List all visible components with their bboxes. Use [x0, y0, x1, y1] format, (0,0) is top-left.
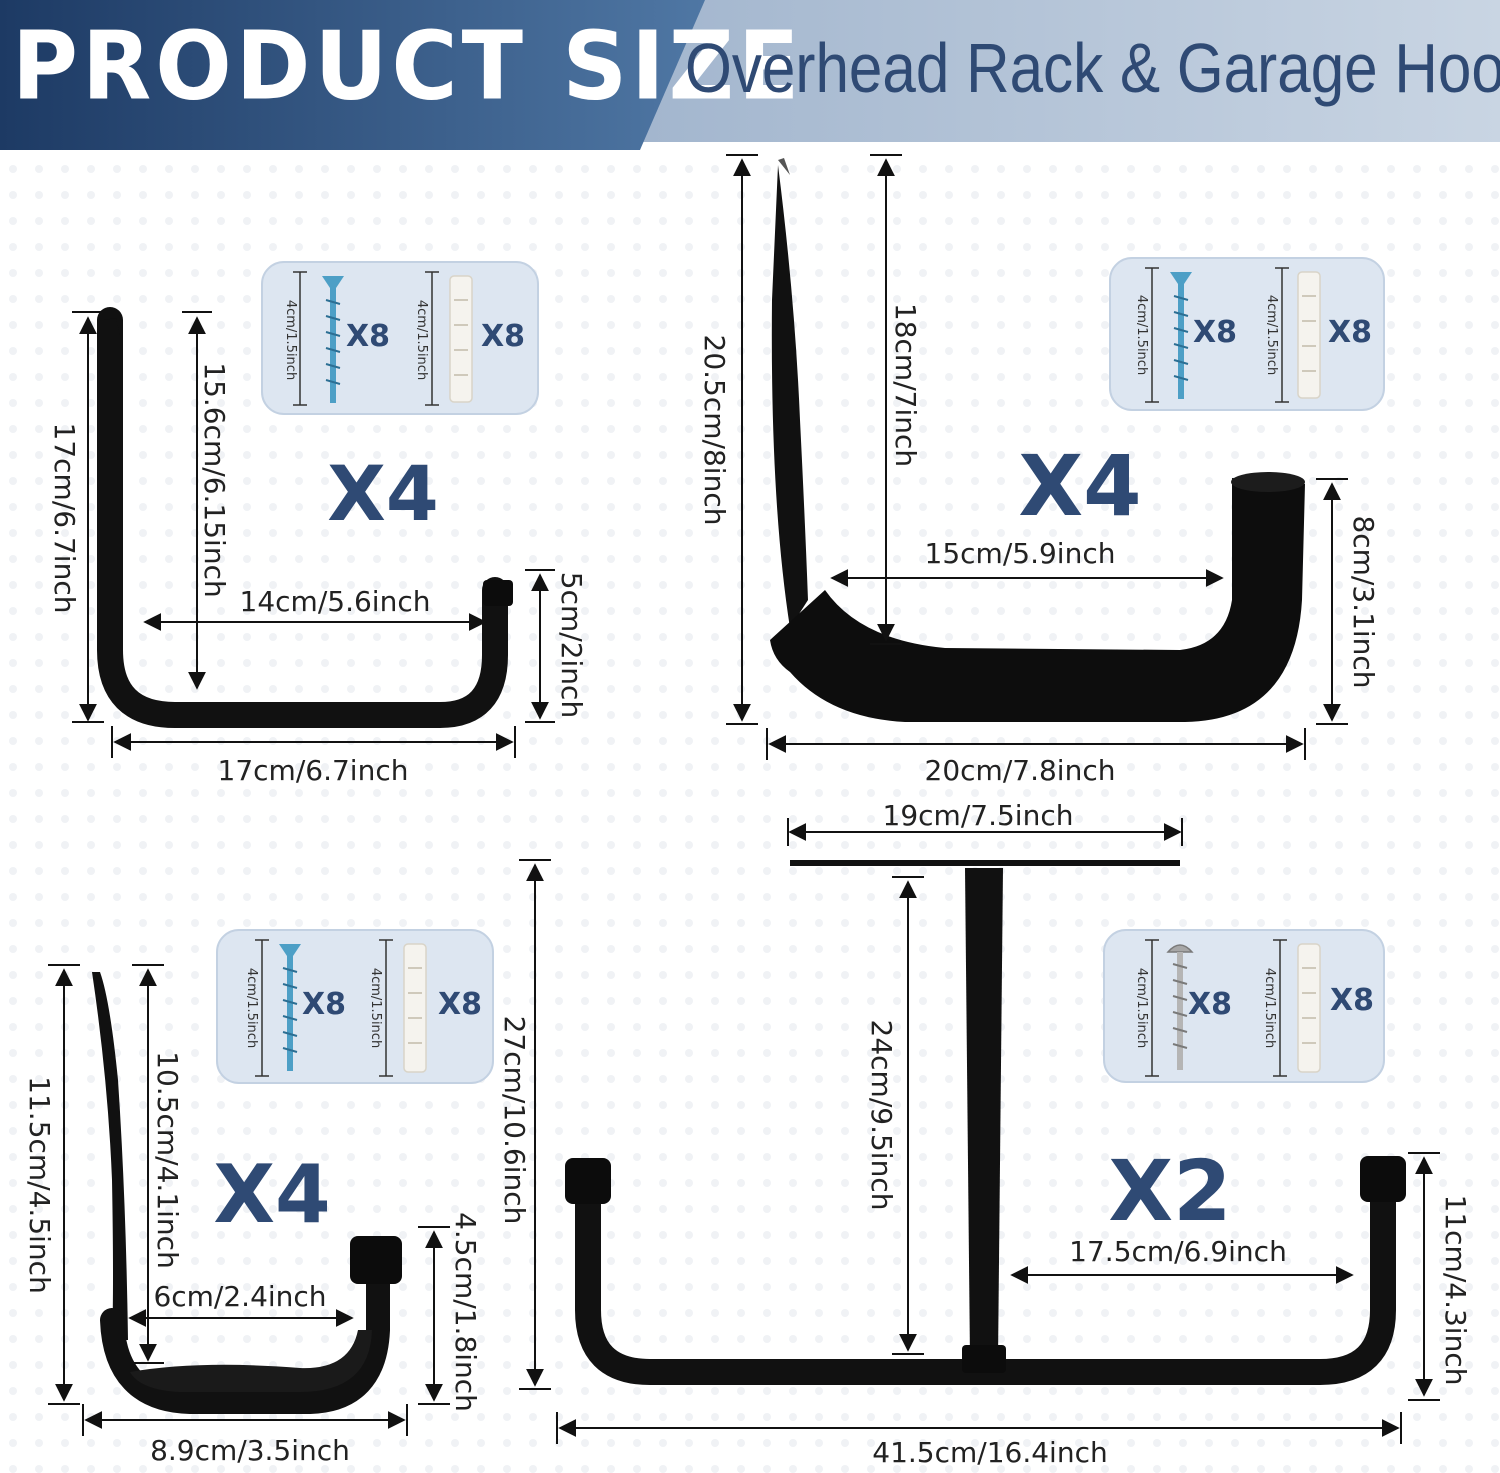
mini-hook: 11.5cm/4.5inch 10.5cm/4.1inch 6cm/2.4inc…: [23, 929, 494, 1467]
round-head-screw-icon: [1166, 944, 1194, 1070]
anchor-icon: [449, 275, 473, 403]
anchor-size-label: 4cm/1.5inch: [1264, 295, 1279, 375]
screw-size-label: 4cm/1.5inch: [1134, 968, 1149, 1048]
hardware-card: 4cm/1.5inch X8 4cm/1.5inch X8: [1103, 929, 1385, 1083]
hook1-width-label: 17cm/6.7inch: [218, 754, 409, 787]
hook2-inner-height-label: 18cm/7inch: [889, 303, 922, 467]
hook4-width-label: 41.5cm/16.4inch: [872, 1436, 1107, 1469]
anchor-icon: [1297, 271, 1321, 399]
screw-size-label: 4cm/1.5inch: [1134, 295, 1149, 375]
hardware-card: 4cm/1.5inch X8 4cm/1.5inch X8: [261, 261, 539, 415]
small-u-hook: 17cm/6.7inch 15.6cm/6.15inch 14cm/5.6inc…: [48, 261, 588, 787]
anchor-size-label: 4cm/1.5inch: [368, 968, 383, 1048]
hook4-side-height-label: 11cm/4.3inch: [1439, 1195, 1472, 1386]
screw-size-label: 4cm/1.5inch: [244, 968, 259, 1048]
hook2-width-label: 20cm/7.8inch: [925, 754, 1116, 787]
hardware-card: 4cm/1.5inch X8 4cm/1.5inch X8: [216, 929, 494, 1084]
anchor-size-label: 4cm/1.5inch: [1262, 968, 1277, 1048]
hook4-height-label: 27cm/10.6inch: [498, 1016, 531, 1225]
hook-shape: [97, 307, 508, 728]
hook2-height-label: 20.5cm/8inch: [698, 335, 731, 526]
anchor-icon: [1297, 943, 1321, 1073]
end-cap: [350, 1236, 402, 1284]
banner-background: [0, 0, 1500, 150]
hook2-inner-width-label: 15cm/5.9inch: [925, 537, 1116, 570]
anchor-count: X8: [1328, 315, 1372, 350]
header-banner: PRODUCT SIZE Overhead Rack & Garage Hook: [0, 0, 1500, 150]
hook3-front-height-label: 4.5cm/1.8inch: [449, 1212, 482, 1412]
screw-count: X8: [346, 319, 390, 354]
hook1-quantity: X4: [327, 449, 438, 538]
hook3-height-label: 11.5cm/4.5inch: [23, 1076, 56, 1294]
hook3-width-label: 8.9cm/3.5inch: [150, 1434, 350, 1467]
stem: [965, 868, 1003, 1360]
hook1-front-height-label: 5cm/2inch: [555, 572, 588, 718]
screw-count: X8: [1188, 987, 1232, 1022]
screw-count: X8: [1193, 315, 1237, 350]
hook2-quantity: X4: [1018, 437, 1141, 535]
hook1-inner-height-label: 15.6cm/6.15inch: [198, 362, 231, 597]
hook-arm: [92, 972, 128, 1340]
screw-size-label: 4cm/1.5inch: [283, 300, 298, 380]
hook-tip: [104, 318, 120, 335]
anchor-count: X8: [1330, 983, 1374, 1018]
anchor-icon: [403, 943, 427, 1073]
page-subtitle: Overhead Rack & Garage Hook: [685, 29, 1500, 107]
left-end-cap: [565, 1158, 611, 1204]
screw-icon: [322, 276, 344, 403]
screw-icon: [1170, 272, 1192, 399]
hardware-card: 4cm/1.5inch X8 4cm/1.5inch X8: [1109, 257, 1385, 411]
hook3-quantity: X4: [213, 1148, 330, 1241]
hook1-height-label: 17cm/6.7inch: [48, 423, 81, 614]
overhead-t-hook: 19cm/7.5inch 27cm/10.6inch 24cm/9.5inch …: [498, 799, 1472, 1469]
screw-count: X8: [302, 987, 346, 1022]
hook2-front-height-label: 8cm/3.1inch: [1347, 515, 1380, 688]
anchor-count: X8: [438, 987, 482, 1022]
hook4-quantity: X2: [1108, 1142, 1231, 1240]
hook3-inner-width-label: 6cm/2.4inch: [153, 1280, 326, 1313]
foam-pad: [770, 478, 1305, 722]
hook-shape: [100, 1253, 390, 1414]
anchor-size-label: 4cm/1.5inch: [414, 300, 429, 380]
hook4-stem-height-label: 24cm/9.5inch: [865, 1020, 898, 1211]
pad-end: [1231, 472, 1305, 492]
padded-j-hook: 20.5cm/8inch 18cm/7inch 15cm/5.9inch 8cm…: [698, 154, 1385, 787]
hook3-inner-height-label: 10.5cm/4.1inch: [151, 1051, 184, 1269]
end-cap: [483, 580, 513, 606]
hook4-plate-width-label: 19cm/7.5inch: [883, 799, 1074, 832]
page-title: PRODUCT SIZE: [12, 11, 804, 122]
hook1-inner-width-label: 14cm/5.6inch: [240, 585, 431, 618]
anchor-count: X8: [481, 319, 525, 354]
right-end-cap: [1360, 1156, 1406, 1202]
screw-icon: [279, 944, 301, 1071]
hook-arm: [771, 165, 808, 628]
hook4-inner-width-label: 17.5cm/6.9inch: [1069, 1235, 1287, 1268]
mount-plate: [790, 860, 1180, 866]
